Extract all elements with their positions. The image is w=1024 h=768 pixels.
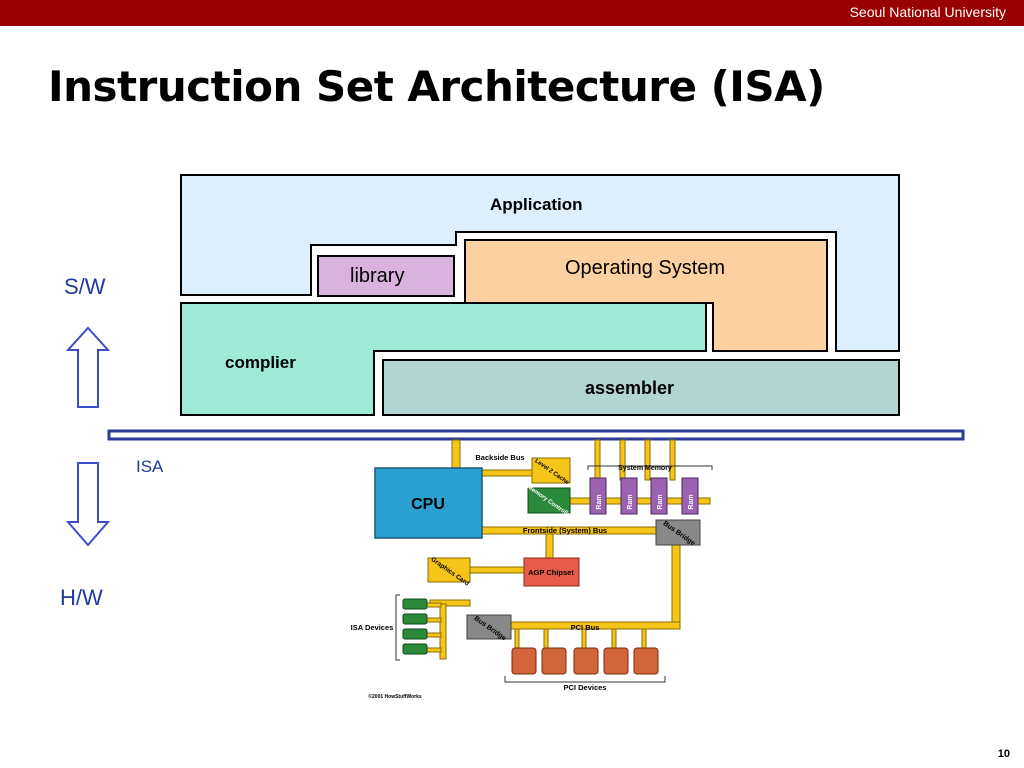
ram-label-3: Ram xyxy=(657,494,664,509)
software-label: S/W xyxy=(64,274,106,299)
level2-cache xyxy=(531,457,571,484)
operating-system-label: Operating System xyxy=(565,257,726,279)
ram-label-2: Ram xyxy=(627,494,634,509)
compiler-layer xyxy=(180,302,707,416)
graphics-card xyxy=(427,557,471,583)
down-arrow-icon xyxy=(65,462,111,547)
ram-label-1: Ram xyxy=(596,494,603,509)
library-layer xyxy=(317,255,455,297)
system-memory-bracket xyxy=(587,465,713,470)
cpu-chip xyxy=(374,467,483,539)
page-number: 10 xyxy=(997,748,1010,760)
cpu-label: CPU xyxy=(411,496,445,513)
hardware-label: H/W xyxy=(60,585,103,610)
up-arrow-icon xyxy=(65,326,111,408)
bus-bridge-top xyxy=(655,519,701,546)
library-label: library xyxy=(350,265,405,287)
university-name: Seoul National University xyxy=(849,4,1006,20)
pci-bus-label: PCI Bus xyxy=(571,623,600,632)
isa-devices-label: ISA Devices xyxy=(351,623,394,632)
pci-device-slots xyxy=(511,647,659,675)
isa-bar xyxy=(107,429,965,441)
application-layer xyxy=(180,174,900,352)
header-bar: Seoul National University xyxy=(0,0,1024,26)
application-label: Application xyxy=(490,195,583,214)
isa-devices-bracket xyxy=(395,594,400,661)
system-memory-label: System Memory xyxy=(618,465,672,472)
compiler-label: complier xyxy=(225,353,296,372)
slide-title: Instruction Set Architecture (ISA) xyxy=(48,62,825,111)
assembler-label: assembler xyxy=(585,378,675,398)
agp-chipset xyxy=(523,557,580,587)
pci-devices-bracket xyxy=(504,676,666,683)
copyright-label: ©2001 HowStuffWorks xyxy=(368,693,422,700)
memory-controller xyxy=(527,487,571,514)
assembler-layer xyxy=(382,359,900,416)
ram-4 xyxy=(681,477,699,515)
ram-1 xyxy=(589,477,607,515)
ram-modules xyxy=(589,477,699,515)
bus-bridge-bottom xyxy=(466,614,512,640)
ram-3 xyxy=(650,477,668,515)
ram-2 xyxy=(620,477,638,515)
isa-label: ISA xyxy=(136,457,164,476)
ram-label-4: Ram xyxy=(688,494,695,509)
isa-device-slots xyxy=(402,598,428,655)
agp-chipset-label: AGP Chipset xyxy=(528,568,574,577)
pci-devices-label: PCI Devices xyxy=(564,683,607,692)
frontside-bus-label: Frontside (System) Bus xyxy=(523,526,607,535)
backside-bus-label: Backside Bus xyxy=(475,453,524,462)
